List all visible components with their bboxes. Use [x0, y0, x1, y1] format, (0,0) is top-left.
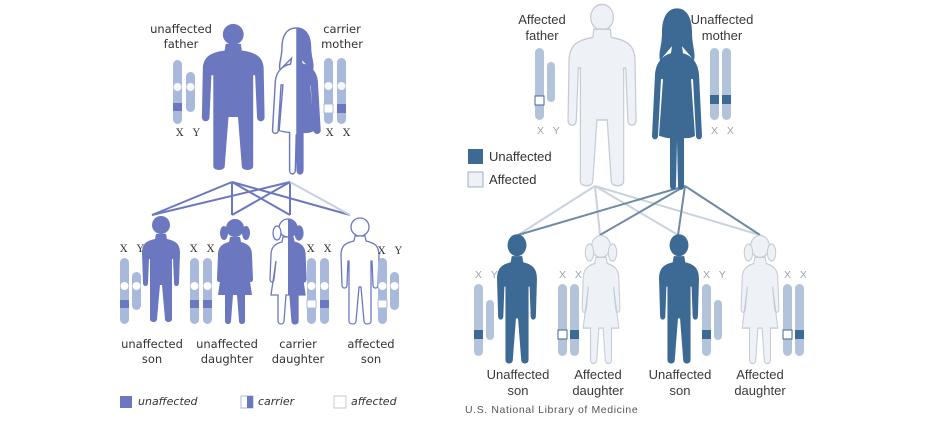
child-chrom-label-left-1: X Y [120, 243, 147, 255]
child-label-left-1: unaffected son [121, 337, 183, 366]
child-label-left-3: carrier daughter [271, 337, 325, 366]
child-chrom-label-left-2: X X [190, 243, 218, 255]
child-unaffected-son-right-2 [659, 234, 699, 364]
right-inheritance-lines [517, 185, 761, 236]
children-chromosomes-right [474, 284, 804, 356]
child-affected-son-left [340, 217, 380, 325]
child-label-right-4: Affected daughter [734, 367, 786, 398]
father-label-right: Affected father [518, 12, 566, 43]
child-label-right-1: Unaffected son [486, 367, 550, 398]
child-chrom-label-left-3: X X [307, 243, 335, 255]
mother-label-right: Unaffected mother [690, 12, 754, 43]
left-inheritance-lines [151, 181, 351, 216]
father-chrom-label-left: X Y [176, 127, 203, 139]
child-affected-daughter-right-1 [581, 234, 621, 365]
children-chromosomes-left [120, 258, 399, 324]
child-label-left-2: unaffected daughter [196, 337, 258, 366]
legend-affected-right: Affected [489, 172, 537, 187]
child-carrier-daughter-left [269, 218, 307, 325]
child-label-left-4: affected son [347, 337, 395, 366]
legend-carrier-left: carrier [258, 395, 295, 408]
mother-chromosomes-left [323, 58, 346, 124]
father-figure-right [567, 3, 637, 187]
child-label-right-3: Unaffected son [648, 367, 712, 398]
credit-nlm: U.S. National Library of Medicine [465, 404, 639, 416]
right-legend-swatches [467, 149, 484, 188]
child-unaffected-son-right-1 [497, 234, 537, 364]
right-panel [467, 3, 804, 365]
father-chromosomes-right [534, 48, 555, 120]
mother-chromosomes-right [710, 48, 731, 120]
left-legend-swatches [120, 395, 347, 409]
child-chrom-label-right-2: X X [559, 269, 585, 281]
mother-chrom-label-left: X X [326, 127, 354, 139]
child-chrom-label-right-4: X X [784, 269, 810, 281]
child-chrom-label-left-4: X Y [378, 245, 405, 257]
left-panel [120, 23, 399, 409]
legend-affected-left: affected [351, 395, 397, 408]
mother-label-left: carrier mother [321, 22, 363, 51]
mother-chrom-label-right: X X [711, 125, 737, 137]
child-unaffected-son-left [142, 216, 180, 322]
father-chromosomes-left [173, 60, 195, 124]
father-chrom-label-right: X Y [537, 125, 563, 137]
child-chrom-label-right-1: X Y [475, 269, 501, 281]
child-unaffected-daughter-left [217, 219, 253, 324]
legend-unaffected-right: Unaffected [489, 149, 552, 164]
legend-unaffected-left: unaffected [138, 395, 198, 408]
child-affected-daughter-right-2 [740, 234, 780, 365]
child-label-right-2: Affected daughter [572, 367, 624, 398]
father-label-left: unaffected father [150, 22, 212, 51]
child-chrom-label-right-3: X Y [703, 269, 729, 281]
